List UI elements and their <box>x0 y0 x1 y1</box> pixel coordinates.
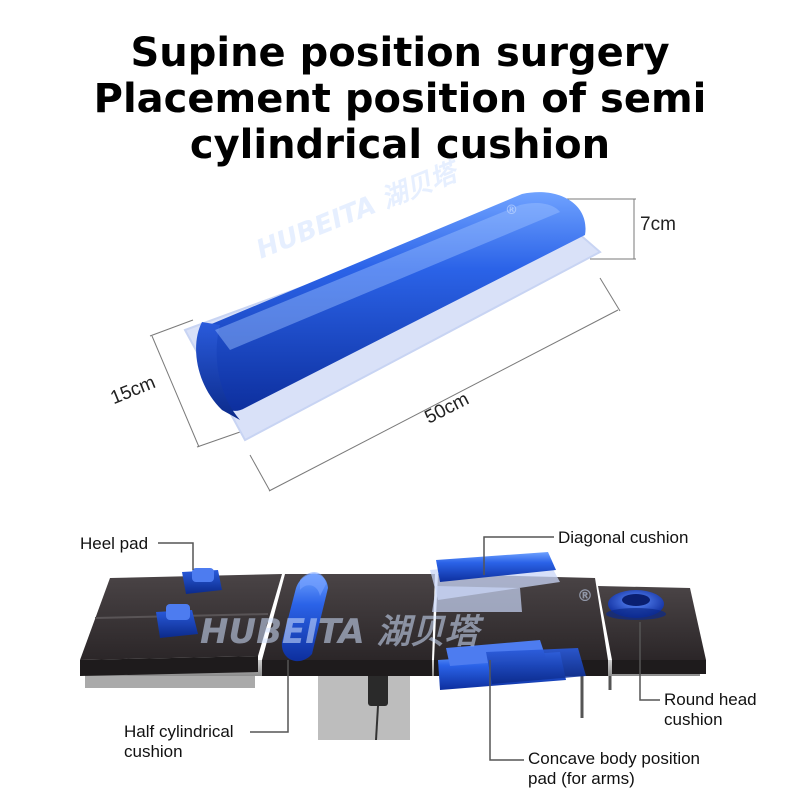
title-line-3: cylindrical cushion <box>189 122 611 168</box>
page-title: Supine position surgery Placement positi… <box>0 30 800 168</box>
watermark-bottom: HUBEITA 湖贝塔 <box>200 604 479 653</box>
heel-pads <box>156 568 222 638</box>
callout-half-cylindrical-cushion: Half cylindrical cushion <box>124 722 234 762</box>
dimension-lines <box>149 198 636 492</box>
callout-round-head-line-1: Round head <box>664 690 757 709</box>
watermark-brand-bottom: HUBEITA <box>200 612 365 652</box>
dimension-height-label: 7cm <box>640 214 676 235</box>
callout-heel-pad: Heel pad <box>80 534 149 553</box>
watermark-chinese-bottom: 湖贝塔 <box>376 612 479 652</box>
callout-round-head-line-2: cushion <box>664 710 723 729</box>
callout-half-cyl-line-2: cushion <box>124 742 183 761</box>
callout-half-cyl-line-1: Half cylindrical <box>124 722 234 741</box>
concave-arm-pads <box>438 640 586 690</box>
title-line-2: Placement position of semi <box>93 76 707 122</box>
callout-concave-line-2: pad (for arms) <box>528 769 635 788</box>
callout-round-head-cushion: Round head cushion <box>664 690 757 730</box>
half-cylindrical-cushion-on-table <box>281 572 328 662</box>
diagonal-cushion <box>430 552 560 612</box>
watermark-registered-bottom: ® <box>577 586 593 605</box>
round-head-cushion <box>606 590 666 620</box>
cushion-highlight <box>215 202 560 350</box>
callout-diagonal-cushion: Diagonal cushion <box>558 528 689 547</box>
callout-concave-line-1: Concave body position <box>528 749 701 768</box>
cushion-body <box>201 192 586 411</box>
title-line-1: Supine position surgery <box>130 30 670 76</box>
callout-concave-arm-pad: Concave body position pad (for arms) <box>528 749 700 789</box>
callout-lines <box>158 536 660 761</box>
watermark-registered-top: ® <box>505 203 518 218</box>
cushion-end-cap <box>196 322 240 420</box>
